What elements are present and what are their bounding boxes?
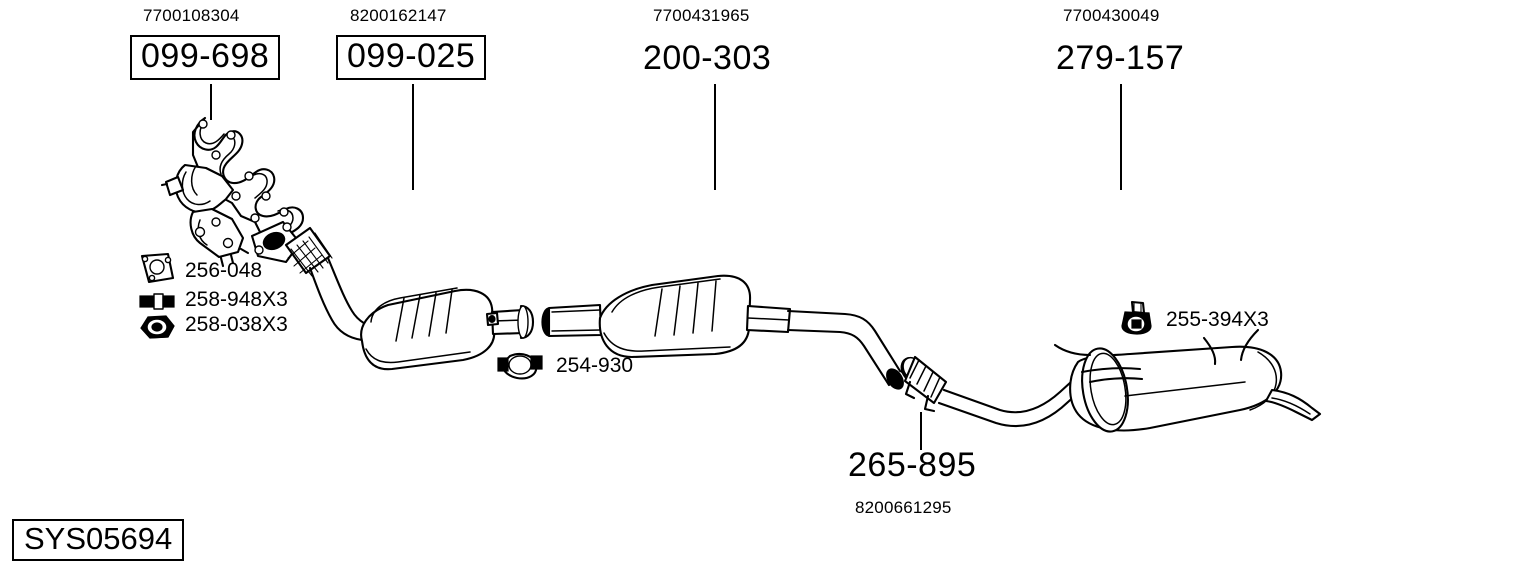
stud-bolt-icon [139, 293, 175, 310]
oem-number-2: 8200162147 [350, 6, 447, 25]
part-number-1: 099-698 [130, 35, 281, 80]
small-part-label-256-048: 256-048 [185, 259, 263, 282]
system-code: SYS05694 [12, 519, 185, 561]
oem-number-1: 7700108304 [143, 6, 240, 25]
triangular-gasket-icon [140, 252, 175, 284]
part-number-2: 099-025 [336, 35, 487, 80]
rubber-hanger-icon [1121, 300, 1152, 335]
part-number-3: 200-303 [643, 39, 772, 77]
exhaust-clamp-icon [497, 352, 543, 380]
intermediate-pipe-graphic [786, 309, 904, 390]
centre-silencer-graphic [598, 274, 792, 359]
leader-line-3 [714, 84, 716, 190]
bellows-connector-graphic [899, 355, 948, 413]
bottom-oem-number: 8200661295 [855, 498, 952, 517]
hanger-part-label: 255-394X3 [1166, 308, 1269, 331]
leader-line-4 [1120, 84, 1122, 190]
centre-pipe-inlet-graphic [541, 303, 603, 338]
small-part-label-258-948X3: 258-948X3 [185, 288, 288, 311]
part-number-4: 279-157 [1056, 39, 1185, 77]
bottom-part-number: 265-895 [848, 446, 977, 484]
small-part-label-258-038X3: 258-038X3 [185, 313, 288, 336]
leader-line-1 [210, 84, 212, 120]
clamp-part-label: 254-930 [556, 354, 634, 377]
oem-number-4: 7700430049 [1063, 6, 1160, 25]
leader-line-bottom [920, 412, 922, 450]
rear-muffler-graphic [1053, 328, 1322, 433]
muffler-inlet-pipe-graphic [937, 370, 1092, 428]
leader-line-2 [412, 84, 414, 190]
oem-number-3: 7700431965 [653, 6, 750, 25]
exhaust-manifold-graphic [160, 116, 305, 268]
hex-nut-icon [140, 315, 175, 339]
